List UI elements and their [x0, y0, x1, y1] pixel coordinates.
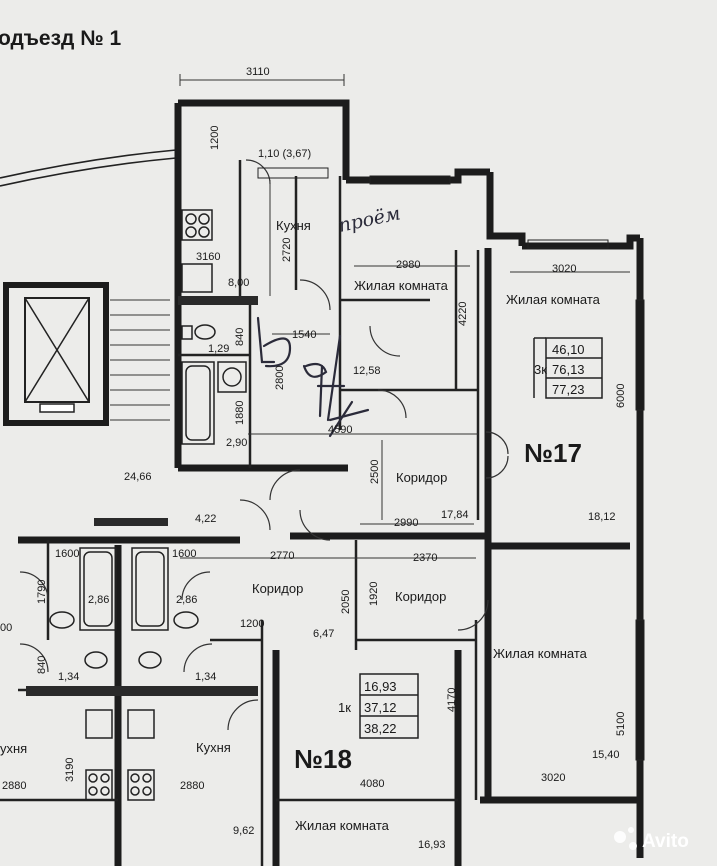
- dim-1200-top: 1200: [209, 126, 221, 150]
- dim-1600-right: 1600: [172, 548, 196, 560]
- handwritten-marks: [256, 316, 370, 438]
- dim-1200-lower: 1200: [240, 618, 264, 630]
- apt-17-area-balcony: 77,23: [552, 382, 585, 397]
- dim-4080: 4080: [360, 778, 384, 790]
- avito-watermark: Avito: [614, 827, 689, 852]
- dim-2990: 2990: [394, 517, 418, 529]
- apt-17-area-total: 76,13: [552, 362, 585, 377]
- dim-2980: 2980: [396, 259, 420, 271]
- apt-18-number: №18: [294, 744, 352, 774]
- balcony-area: 1,10 (3,67): [258, 148, 311, 160]
- dim-3020-top: 3020: [552, 263, 576, 275]
- dim-2500: 2500: [369, 460, 381, 484]
- fixtures: [49, 209, 247, 801]
- dim-840-lower: 840: [36, 656, 48, 674]
- stairs: [110, 299, 170, 421]
- room-label-kitchen-18: Кухня: [196, 740, 231, 755]
- dim-2770: 2770: [270, 550, 294, 562]
- walls: [18, 99, 644, 866]
- apt-18-area-living: 16,93: [364, 679, 397, 694]
- area-toilet-134-left: 1,34: [58, 671, 79, 683]
- dim-3160: 3160: [196, 251, 220, 263]
- dim-2720: 2720: [281, 238, 293, 262]
- room-label-living-a: Жилая комната: [354, 278, 449, 293]
- dim-2880-right: 2880: [180, 780, 204, 792]
- dim-1540: 1540: [292, 329, 316, 341]
- room-label-corridor-17: Коридор: [396, 470, 447, 485]
- dim-4590: 4590: [328, 424, 352, 436]
- dim-3190: 3190: [64, 758, 76, 782]
- area-kitchen-800: 8,00: [228, 277, 249, 289]
- entrance-title: одъезд № 1: [0, 27, 121, 50]
- dimension-lines: [179, 74, 630, 559]
- apt-18-legend: [359, 673, 419, 739]
- vent-bars: [26, 296, 258, 696]
- dim-3110: 3110: [246, 66, 270, 78]
- apt-17-legend: [533, 337, 603, 399]
- area-bath-286-right: 2,86: [176, 594, 197, 606]
- dim-2800: 2800: [274, 366, 286, 390]
- area-kitchen-962: 9,62: [233, 825, 254, 837]
- area-corridor-1784: 17,84: [441, 509, 469, 521]
- area-toilet-134-right: 1,34: [195, 671, 216, 683]
- area-corridor-647: 6,47: [313, 628, 334, 640]
- area-living-1693: 16,93: [418, 839, 446, 851]
- dim-4220: 4220: [457, 302, 469, 326]
- room-label-living-c: Жилая комната: [493, 646, 588, 661]
- dim-00: 00: [0, 622, 12, 634]
- room-label-kitchen-17: Кухня: [276, 218, 311, 233]
- apt-17-area-living: 46,10: [552, 342, 585, 357]
- area-bath-286-left: 2,86: [88, 594, 109, 606]
- dim-4170: 4170: [446, 688, 458, 712]
- area-living-1812: 18,12: [588, 511, 616, 523]
- dim-6000: 6000: [615, 384, 627, 408]
- dim-1790: 1790: [36, 580, 48, 604]
- room-label-living-18: Жилая комната: [295, 818, 390, 833]
- avito-logo-text: Avito: [642, 831, 689, 852]
- elevator: [3, 282, 109, 426]
- apt-18-area-balcony: 38,22: [364, 721, 397, 736]
- dim-5100: 5100: [615, 712, 627, 736]
- dim-2880-left: 2880: [2, 780, 26, 792]
- room-label-corridor-left: Коридор: [252, 581, 303, 596]
- dim-1600-left: 1600: [55, 548, 79, 560]
- apt-18-area-total: 37,12: [364, 700, 397, 715]
- room-label-living-b: Жилая комната: [506, 292, 601, 307]
- dim-2050: 2050: [340, 590, 352, 614]
- dim-840: 840: [234, 328, 246, 346]
- facade-arc: [0, 149, 177, 187]
- windows: [257, 167, 645, 761]
- area-hall-2466: 24,66: [124, 471, 152, 483]
- room-label-kitchen-left: ухня: [0, 741, 27, 756]
- apt-17-type: 3к: [534, 362, 547, 377]
- area-toilet-129: 1,29: [208, 343, 229, 355]
- door-swings: [19, 159, 509, 731]
- room-label-corridor-18: Коридор: [395, 589, 446, 604]
- area-living-1258: 12,58: [353, 365, 381, 377]
- dimension-labels: 3110 1200 1,10 (3,67) 2720 3160 8,00 298…: [0, 66, 627, 851]
- area-422: 4,22: [195, 513, 216, 525]
- apt-18-type: 1к: [338, 700, 351, 715]
- dim-3020-bottom: 3020: [541, 772, 565, 784]
- area-bath-290: 2,90: [226, 437, 247, 449]
- apt-17-number: №17: [524, 438, 582, 468]
- dim-2370: 2370: [413, 552, 437, 564]
- area-living-1540: 15,40: [592, 749, 620, 761]
- dim-1920: 1920: [368, 582, 380, 606]
- dim-1880: 1880: [234, 401, 246, 425]
